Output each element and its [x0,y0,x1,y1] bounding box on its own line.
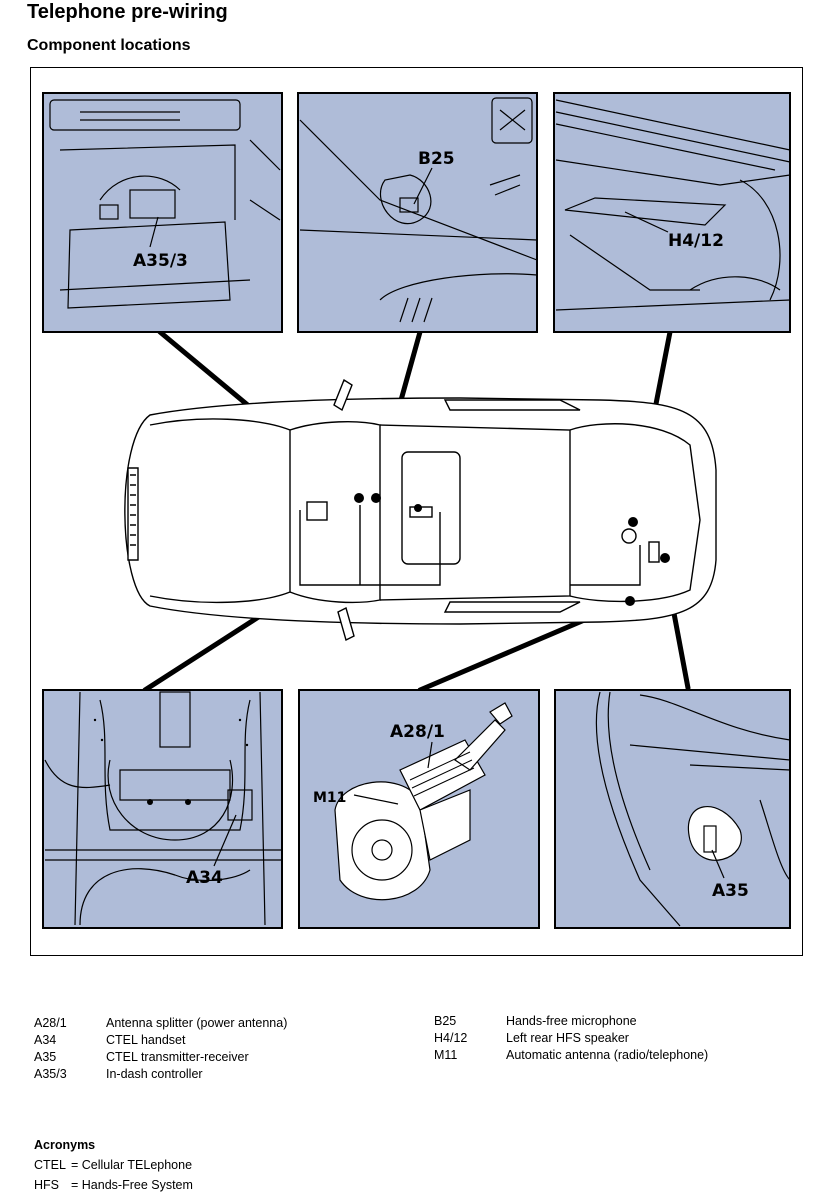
panel-antenna: A28/1 M11 [298,689,540,929]
callout-a35-3: A35/3 [133,251,188,271]
callout-a34: A34 [186,868,223,888]
callout-a35: A35 [712,881,749,901]
callout-m11: M11 [313,790,346,806]
marker-a35-3 [354,493,364,503]
marker-a35 [660,553,670,563]
callout-b25: B25 [418,149,455,169]
diagram-frame [30,67,803,956]
acronym-row: HFS= Hands-Free System [34,1178,193,1192]
callout-a28-1: A28/1 [390,722,445,742]
page-title: Telephone pre-wiring [27,1,228,23]
marker-b25 [371,493,381,503]
acronym-row: CTEL= Cellular TELephone [34,1158,193,1172]
panel-in-dash-controller: A35/3 [42,92,283,333]
acronyms-title: Acronyms [34,1138,96,1152]
marker-a28-1 [625,596,635,606]
panel-transmitter-receiver: A35 [554,689,791,929]
marker-h4-12 [628,517,638,527]
panel-left-rear-speaker: H4/12 [553,92,791,333]
callout-h4-12: H4/12 [668,231,724,251]
page-subtitle: Component locations [27,37,191,54]
panel-ctel-handset: A34 [42,689,283,929]
marker-a34 [414,504,422,512]
car-location-markers [354,493,670,606]
panel-hands-free-microphone: B25 [297,92,538,333]
